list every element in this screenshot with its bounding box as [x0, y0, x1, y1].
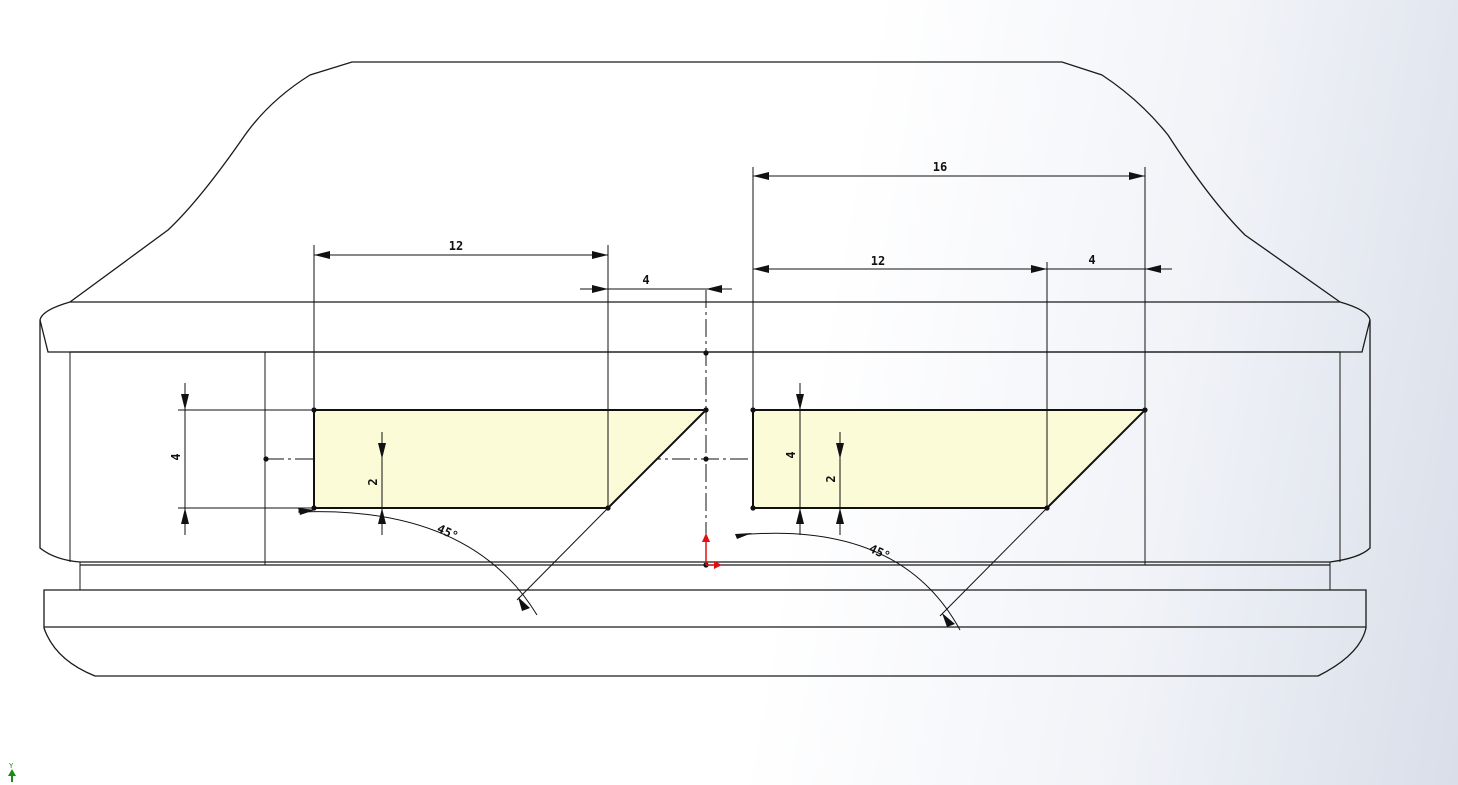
- dim-right-half-height[interactable]: 2: [824, 475, 838, 482]
- right-sketch-profile[interactable]: [752, 409, 1148, 509]
- hood-outline: [69, 61, 1341, 303]
- base-plate-outline: [43, 589, 1367, 677]
- dim-right-angle[interactable]: 45°: [867, 541, 893, 563]
- dim-left-gap[interactable]: 4: [642, 273, 649, 287]
- dim-right-offset[interactable]: 4: [1088, 253, 1095, 267]
- sketch-origin-icon: [702, 533, 722, 569]
- dim-left-length[interactable]: 12: [449, 239, 463, 253]
- right-dimensions[interactable]: 16 12 4 4 2 45°: [735, 160, 1172, 631]
- block-outline: [39, 320, 1371, 563]
- left-sketch-profile[interactable]: [313, 409, 709, 509]
- flange-outline: [39, 301, 1371, 353]
- reference-triad-icon: Y: [8, 762, 16, 782]
- part-body: [39, 61, 1371, 677]
- dim-left-height[interactable]: 4: [169, 453, 183, 460]
- dim-left-half-height[interactable]: 2: [366, 478, 380, 485]
- dim-right-length[interactable]: 12: [871, 254, 885, 268]
- dim-right-total[interactable]: 16: [933, 160, 947, 174]
- dim-right-height[interactable]: 4: [784, 451, 798, 458]
- triad-y-label: Y: [8, 762, 14, 770]
